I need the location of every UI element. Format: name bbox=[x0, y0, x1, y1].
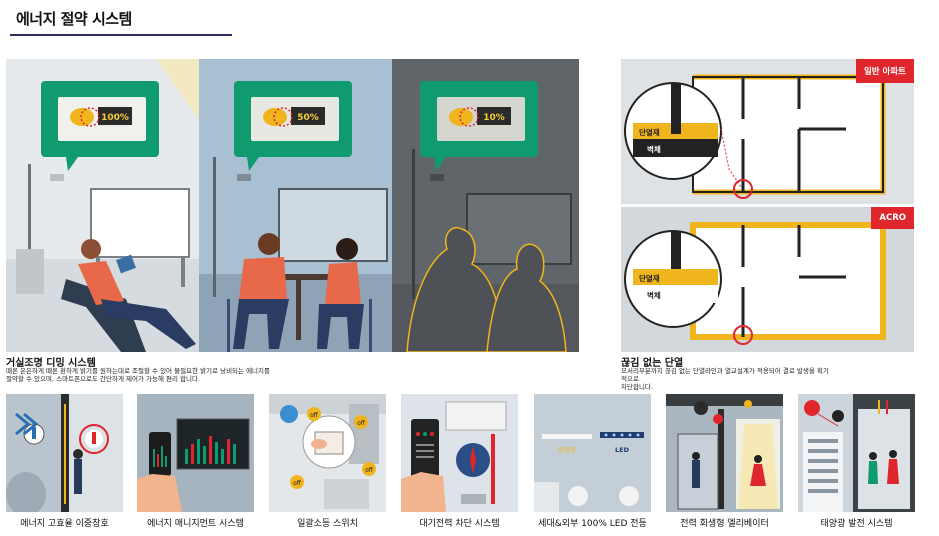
title-underline bbox=[10, 34, 232, 36]
thumb-energy-management bbox=[137, 394, 254, 512]
tag-acro: ACRO bbox=[871, 207, 914, 229]
level-50: 50% bbox=[297, 113, 319, 123]
floorplan-general: 단열재 벽체 일반 아파트 bbox=[621, 59, 914, 204]
pulley-icon bbox=[694, 401, 708, 415]
thumb-double-window bbox=[6, 394, 123, 512]
thumb-regenerative-elevator bbox=[666, 394, 783, 512]
off-icon: off bbox=[365, 467, 374, 474]
dimming-illustration: 100% 50% bbox=[6, 59, 579, 352]
insulation-description: 모서리부분까지 끊김 없는 단열라인과 열교설계가 적용되어 결로 발생을 획기… bbox=[621, 367, 911, 391]
off-icon: off bbox=[293, 480, 302, 487]
dimming-description: 때론 은은하게 때론 환하게 밝기를 원하는대로 조절할 수 있어 불필요한 밝… bbox=[6, 367, 386, 383]
tv-display bbox=[176, 418, 250, 470]
dimming-panel-100: 100% bbox=[6, 59, 199, 352]
insulation-desc-line: 차단합니다. bbox=[621, 383, 653, 391]
phone bbox=[149, 432, 171, 476]
label-energy-management: 에너지 매니지먼트 시스템 bbox=[147, 519, 244, 529]
tag-general-apartment: 일반 아파트 bbox=[855, 59, 914, 83]
insulation-label: 단열재 bbox=[639, 127, 660, 137]
level-10: 10% bbox=[483, 113, 505, 123]
thumb-master-switch: off off off off bbox=[269, 394, 386, 512]
dimming-desc-line: 절약할 수 있으며, 스마트폰으로도 간단하게 제어가 가능해 편리 합니다. bbox=[6, 375, 201, 383]
label-master-switch: 일괄소등 스위치 bbox=[297, 519, 358, 529]
insulation-desc-line: 적으로 bbox=[621, 375, 639, 383]
lamp-icon bbox=[280, 405, 298, 423]
fluorescent-label: 형광등 bbox=[558, 446, 576, 454]
label-standby-power: 대기전력 차단 시스템 bbox=[419, 519, 500, 529]
thumb-standby-power bbox=[401, 394, 518, 512]
insulation-desc-line: 모서리부분까지 끊김 없는 단열라인과 열교설계가 적용되어 결로 발생을 획기 bbox=[621, 367, 829, 375]
insulation-title: 끊김 없는 단열 bbox=[621, 358, 684, 369]
label-solar-power: 태양광 발전 시스템 bbox=[820, 519, 893, 529]
off-icon: off bbox=[357, 420, 366, 427]
floorplan-acro: 단열재 벽체 ACRO bbox=[621, 207, 914, 352]
sun-icon bbox=[804, 400, 820, 416]
level-100: 100% bbox=[101, 113, 129, 123]
label-led-light: 세대&외부 100% LED 전등 bbox=[538, 519, 647, 529]
label-double-window: 에너지 고효율 이중창호 bbox=[20, 519, 109, 529]
dimming-panel-50: 50% bbox=[199, 59, 392, 352]
wall-label: 벽체 bbox=[647, 144, 661, 154]
dimming-title: 거실조명 디밍 시스템 bbox=[6, 358, 96, 369]
off-icon: off bbox=[310, 412, 319, 419]
thumb-led-light: 형광등 LED bbox=[534, 394, 651, 512]
dimming-desc-line: 때론 은은하게 때론 환하게 밝기를 원하는대로 조절할 수 있어 불필요한 밝… bbox=[6, 367, 270, 375]
dimming-panel-10: 10% bbox=[392, 59, 579, 352]
insulation-label: 단열재 bbox=[639, 273, 660, 283]
page-title: 에너지 절약 시스템 bbox=[16, 10, 132, 28]
label-regenerative-elevator: 전력 회생형 엘리베이터 bbox=[680, 519, 769, 529]
wall-label: 벽체 bbox=[647, 290, 661, 300]
thumb-solar-power bbox=[798, 394, 915, 512]
led-label: LED bbox=[615, 446, 630, 454]
